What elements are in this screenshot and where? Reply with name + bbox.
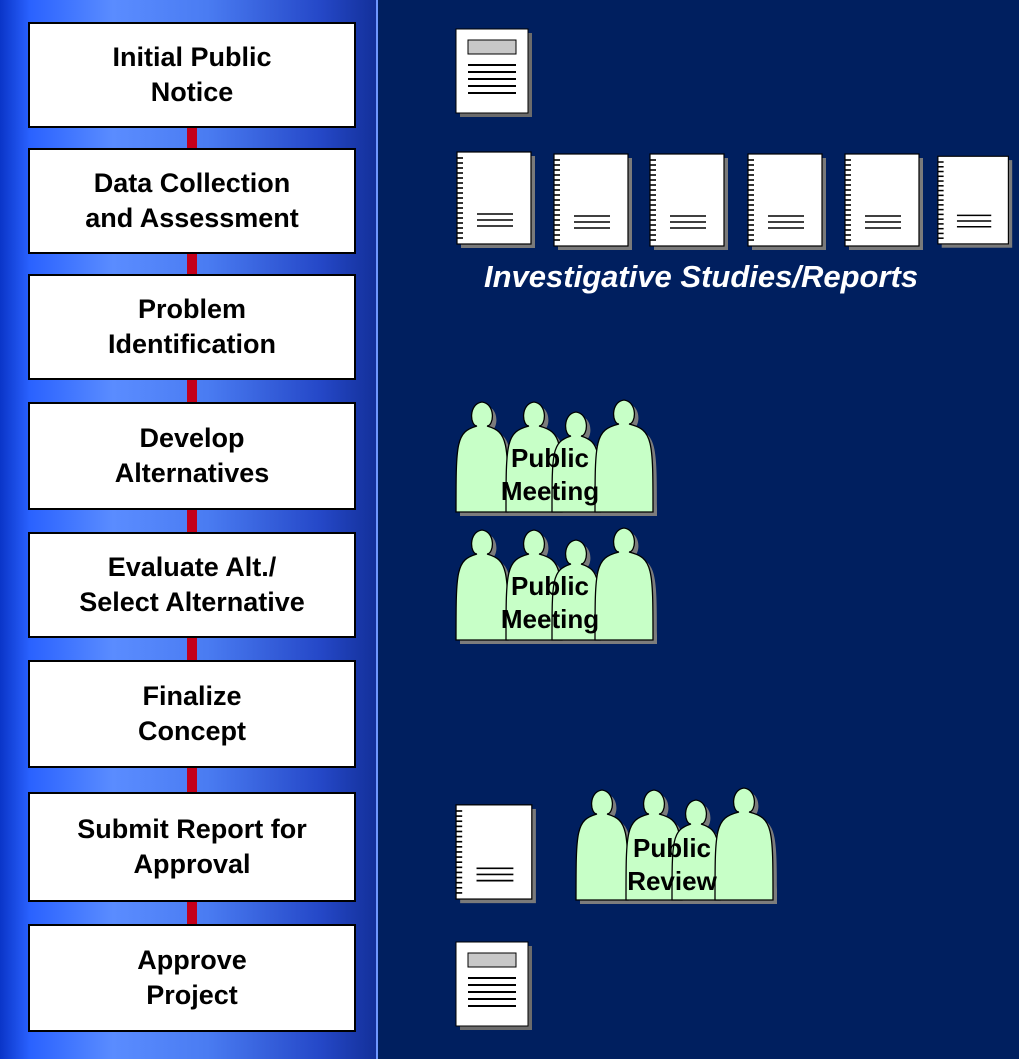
step-submit-report: Submit Report for Approval bbox=[28, 792, 356, 902]
form-document-icon bbox=[455, 941, 532, 1030]
step-data-collection: Data Collection and Assessment bbox=[28, 148, 356, 254]
step-finalize-concept: Finalize Concept bbox=[28, 660, 356, 768]
step-initial-public-notice: Initial Public Notice bbox=[28, 22, 356, 128]
step-develop-alternatives: Develop Alternatives bbox=[28, 402, 356, 510]
notebook-report-icon bbox=[649, 153, 728, 250]
public-meeting-label: Public Meeting bbox=[500, 571, 600, 635]
step-evaluate-select-alternative: Evaluate Alt./ Select Alternative bbox=[28, 532, 356, 638]
form-document-icon bbox=[455, 28, 532, 117]
public-meeting-label: Public Meeting bbox=[500, 443, 600, 507]
step-problem-identification: Problem Identification bbox=[28, 274, 356, 380]
reports-caption: Investigative Studies/Reports bbox=[484, 259, 919, 294]
step-connector bbox=[187, 902, 197, 926]
notebook-report-icon bbox=[456, 151, 535, 248]
notebook-report-icon bbox=[937, 155, 1013, 248]
step-connector bbox=[187, 128, 197, 150]
step-connector bbox=[187, 636, 197, 662]
people-group-icon bbox=[455, 399, 657, 516]
notebook-report-icon bbox=[844, 153, 923, 250]
process-flow-panel: Initial Public Notice Data Collection an… bbox=[0, 0, 378, 1059]
step-connector bbox=[187, 768, 197, 792]
step-connector bbox=[187, 378, 197, 402]
step-connector bbox=[187, 252, 197, 276]
notebook-report-icon bbox=[553, 153, 632, 250]
people-group-icon bbox=[575, 787, 777, 904]
notebook-report-icon bbox=[455, 804, 536, 904]
step-approve-project: Approve Project bbox=[28, 924, 356, 1032]
people-group-icon bbox=[455, 527, 657, 644]
step-connector bbox=[187, 510, 197, 534]
notebook-report-icon bbox=[747, 153, 826, 250]
public-review-label: Public Review bbox=[627, 833, 717, 897]
